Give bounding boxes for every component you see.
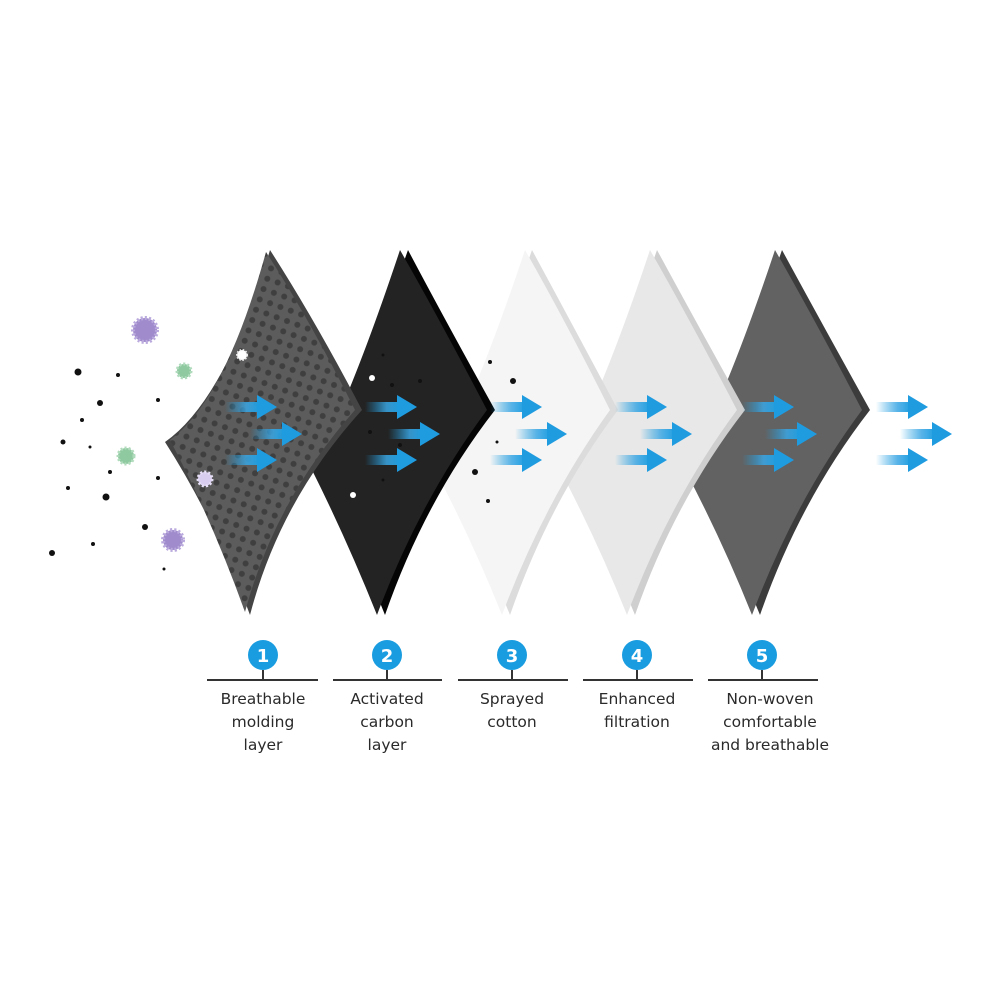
- virus-icon: [196, 470, 214, 488]
- layer-label: carbon: [360, 713, 414, 731]
- layer-label: Breathable: [221, 690, 306, 708]
- layer-number-badge: 1: [257, 646, 270, 667]
- virus-icon: [131, 316, 159, 344]
- layer-label: Activated: [350, 690, 423, 708]
- layer-label: Sprayed: [480, 690, 544, 708]
- layer-label: layer: [244, 736, 284, 754]
- legend-4: 4 Enhanced filtration: [583, 640, 693, 731]
- arrow-icon: [900, 422, 952, 446]
- virus-icons: [116, 316, 248, 552]
- legend-3: 3 Sprayed cotton: [458, 640, 568, 731]
- layer-label: Enhanced: [599, 690, 676, 708]
- layer-number-badge: 4: [631, 646, 644, 667]
- layer-number-badge: 2: [381, 646, 394, 667]
- virus-icon: [116, 446, 136, 466]
- layer-label: cotton: [487, 713, 536, 731]
- arrow-icon: [876, 448, 928, 472]
- arrow-icon: [876, 395, 928, 419]
- layer-number-badge: 5: [756, 646, 769, 667]
- legend-1: 1 Breathable molding layer: [207, 640, 318, 754]
- legend-5: 5 Non-woven comfortable and breathable: [708, 640, 829, 754]
- layer-label: Non-woven: [726, 690, 813, 708]
- layer-label: and breathable: [711, 736, 829, 754]
- layer-label: comfortable: [723, 713, 817, 731]
- virus-icon: [175, 362, 193, 380]
- virus-icon: [236, 349, 248, 361]
- layer-label: layer: [368, 736, 408, 754]
- virus-icon: [161, 528, 185, 552]
- layer-number-badge: 3: [506, 646, 519, 667]
- particles: [49, 353, 516, 571]
- layer-label: molding: [232, 713, 295, 731]
- layer-label: filtration: [604, 713, 670, 731]
- legend-2: 2 Activated carbon layer: [333, 640, 442, 754]
